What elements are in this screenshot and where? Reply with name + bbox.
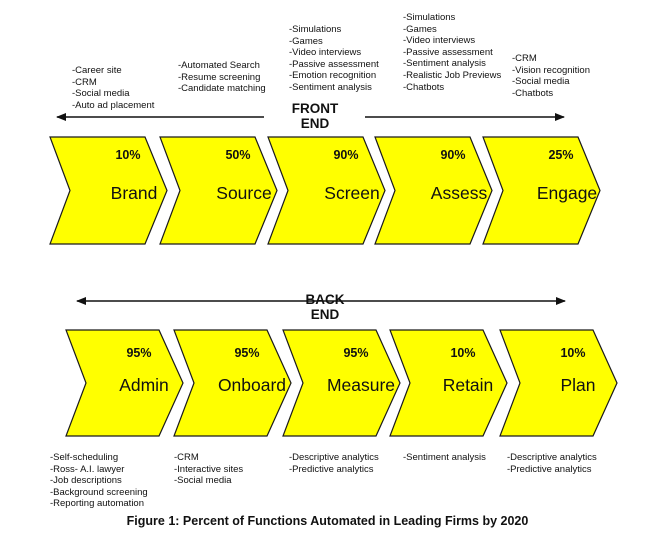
- stage-measure: 95% Measure: [282, 329, 401, 437]
- tool-list-assess: -Simulations-Games-Video interviews-Pass…: [403, 12, 501, 93]
- tool-list-admin: -Self-scheduling-Ross- A.I. lawyer-Job d…: [50, 452, 148, 510]
- chevron-admin: [65, 329, 184, 437]
- chevron-plan: [499, 329, 618, 437]
- chevron-screen: [267, 136, 386, 245]
- tool-item: -Sentiment analysis: [403, 452, 486, 463]
- tool-item: -Social media: [512, 76, 570, 88]
- tool-item: -Job descriptions: [50, 475, 122, 487]
- tool-item: -Interactive sites: [174, 463, 244, 475]
- tool-item: -Automated Search: [178, 60, 260, 71]
- figure-caption: Figure 1: Percent of Functions Automated…: [126, 514, 529, 528]
- tool-item: -CRM: [512, 53, 537, 64]
- tool-item: -CRM: [72, 76, 97, 88]
- tool-item: -Auto ad placement: [72, 99, 155, 111]
- front-end-title-line2: END: [300, 116, 330, 131]
- tool-item: -Games: [403, 23, 437, 35]
- tool-list-brand: -Career site-CRM-Social media-Auto ad pl…: [72, 65, 154, 111]
- tool-item: -Career site: [72, 65, 122, 76]
- back-end-title-line1: BACK: [305, 292, 345, 307]
- tool-item: -Ross- A.I. lawyer: [50, 463, 125, 475]
- tool-item: -Reporting automation: [50, 498, 144, 510]
- tool-item: -Social media: [174, 475, 232, 487]
- tool-item: -Candidate matching: [178, 83, 266, 95]
- tool-item: -Resume screening: [178, 71, 261, 83]
- tool-list-measure: -Descriptive analytics-Predictive analyt…: [289, 452, 379, 475]
- chevron-retain: [389, 329, 508, 437]
- stage-name-retain: Retain: [443, 375, 494, 395]
- stage-source: 50% Source: [159, 136, 278, 245]
- percent-brand: 10%: [115, 148, 140, 162]
- chevron-assess: [374, 136, 493, 245]
- stage-assess: 90% Assess: [374, 136, 493, 245]
- tool-item: -Realistic Job Previews: [403, 69, 502, 81]
- front-end-chevrons: 10% Brand 50% Source 90% Screen 90% Assess 25% En…: [49, 136, 601, 245]
- tool-list-retain: -Sentiment analysis: [403, 452, 486, 464]
- stage-brand: 10% Brand: [49, 136, 168, 245]
- tool-item: -Social media: [72, 88, 130, 100]
- tool-item: -Passive assessment: [403, 46, 493, 58]
- stage-retain: 10% Retain: [389, 329, 508, 437]
- tool-item: -Chatbots: [403, 81, 445, 93]
- stage-name-assess: Assess: [431, 183, 488, 203]
- tool-list-source: -Automated Search-Resume screening-Candi…: [178, 60, 266, 95]
- tool-item: -Descriptive analytics: [507, 452, 597, 463]
- tool-list-plan: -Descriptive analytics-Predictive analyt…: [507, 452, 597, 475]
- tool-item: -Background screening: [50, 486, 148, 498]
- chevron-onboard: [173, 329, 292, 437]
- percent-engage: 25%: [548, 148, 573, 162]
- tool-item: -Predictive analytics: [289, 463, 374, 475]
- stage-name-brand: Brand: [111, 183, 158, 203]
- stage-engage: 25% Engage: [482, 136, 601, 245]
- stage-name-plan: Plan: [560, 375, 595, 395]
- tool-item: -Emotion recognition: [289, 70, 377, 82]
- percent-admin: 95%: [126, 346, 151, 360]
- tool-item: -Games: [289, 35, 323, 47]
- tool-item: -Predictive analytics: [507, 463, 592, 475]
- back-end-title: BACK END: [280, 292, 370, 322]
- stage-name-onboard: Onboard: [218, 375, 286, 395]
- percent-assess: 90%: [440, 148, 465, 162]
- percent-screen: 90%: [333, 148, 358, 162]
- tool-list-engage: -CRM-Vision recognition-Social media-Cha…: [512, 53, 590, 99]
- tool-item: -Passive assessment: [289, 58, 379, 70]
- front-end-title-line1: FRONT: [291, 101, 339, 116]
- tool-item: -Sentiment analysis: [403, 58, 486, 70]
- back-end-title-line2: END: [310, 307, 340, 322]
- chevron-brand: [49, 136, 168, 245]
- percent-source: 50%: [225, 148, 250, 162]
- percent-measure: 95%: [343, 346, 368, 360]
- tool-item: -Simulations: [289, 24, 342, 35]
- front-end-title: FRONT END: [270, 101, 360, 131]
- tool-item: -Video interviews: [403, 35, 476, 47]
- chevron-engage: [482, 136, 601, 245]
- tool-list-onboard: -CRM-Interactive sites-Social media: [174, 452, 243, 487]
- stage-name-source: Source: [216, 183, 271, 203]
- stage-screen: 90% Screen: [267, 136, 386, 245]
- tool-item: -Sentiment analysis: [289, 81, 372, 93]
- stage-name-screen: Screen: [324, 183, 379, 203]
- stage-name-admin: Admin: [119, 375, 169, 395]
- stage-onboard: 95% Onboard: [173, 329, 292, 437]
- chevron-measure: [282, 329, 401, 437]
- chevron-source: [159, 136, 278, 245]
- stage-admin: 95% Admin: [65, 329, 184, 437]
- tool-item: -Video interviews: [289, 47, 362, 59]
- back-end-chevrons: 95%Admin95%Onboard95%Measure10%Retain10%…: [65, 329, 618, 437]
- stage-plan: 10% Plan: [499, 329, 618, 437]
- tool-item: -Self-scheduling: [50, 452, 119, 463]
- tool-item: -Simulations: [403, 12, 456, 23]
- stage-name-engage: Engage: [537, 183, 597, 203]
- tool-item: -Chatbots: [512, 87, 554, 99]
- percent-onboard: 95%: [234, 346, 259, 360]
- tool-item: -Descriptive analytics: [289, 452, 379, 463]
- tool-item: -CRM: [174, 452, 199, 463]
- percent-retain: 10%: [450, 346, 475, 360]
- percent-plan: 10%: [560, 346, 585, 360]
- tool-list-screen: -Simulations-Games-Video interviews-Pass…: [289, 24, 379, 94]
- tool-item: -Vision recognition: [512, 64, 590, 76]
- stage-name-measure: Measure: [327, 375, 395, 395]
